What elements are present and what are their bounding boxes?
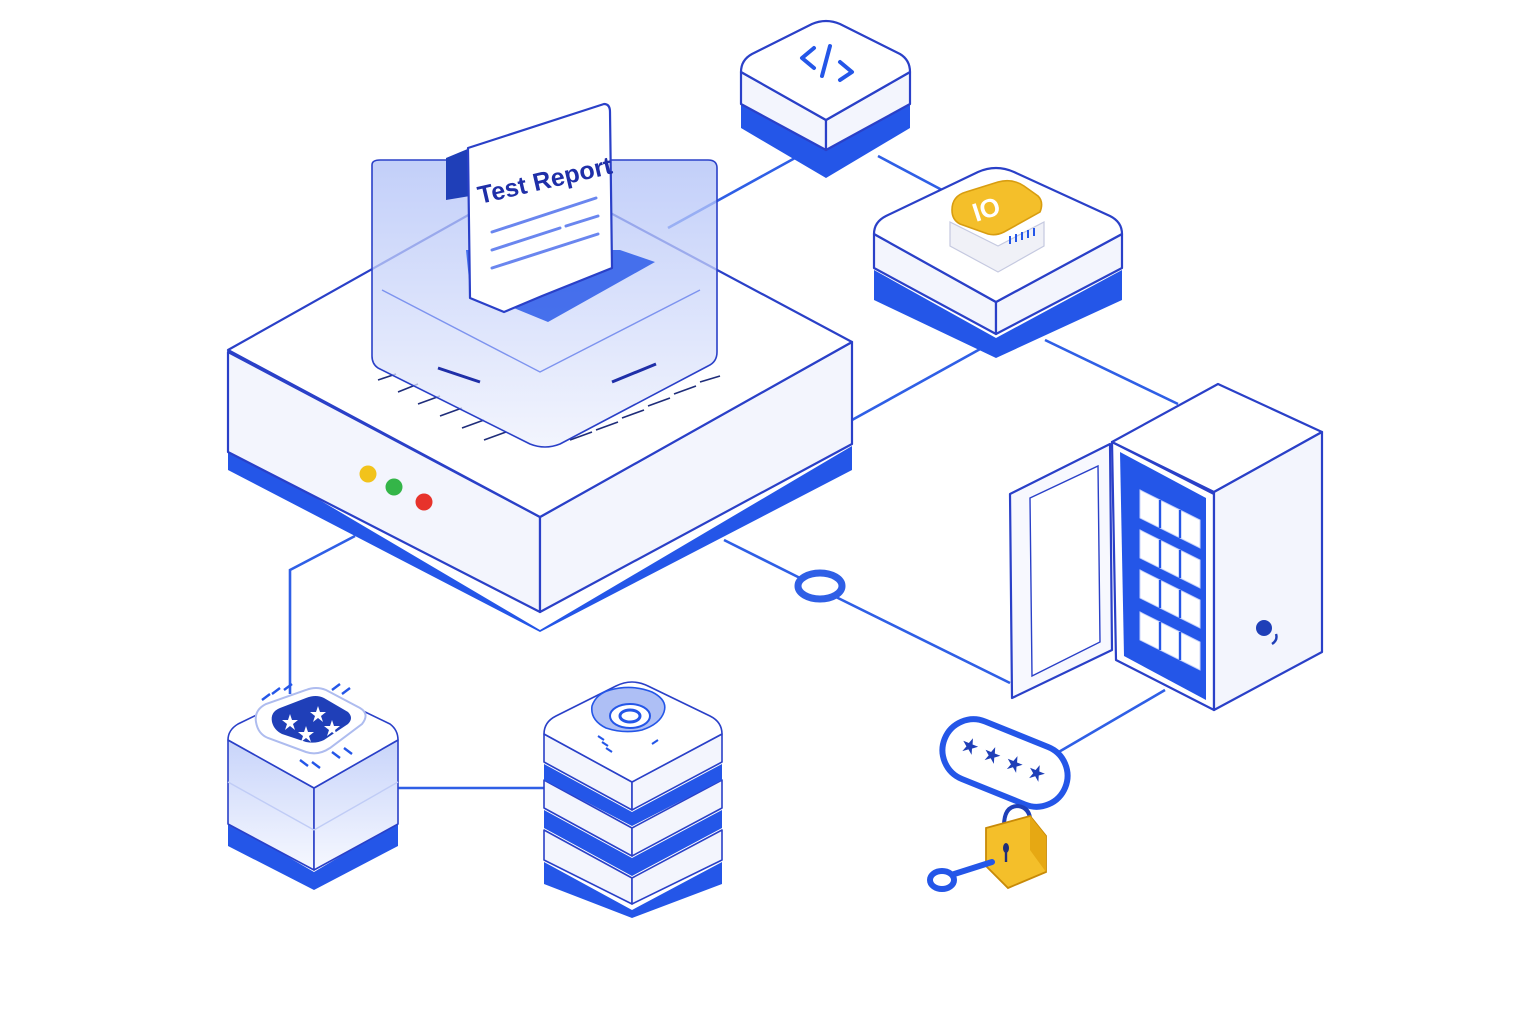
link-runner-server bbox=[723, 538, 1011, 685]
link-runner-io bbox=[851, 346, 983, 422]
code-module-node[interactable] bbox=[739, 19, 912, 178]
cpu-chip-icon bbox=[254, 683, 367, 769]
code-module-band bbox=[741, 98, 910, 178]
password-masked-dots bbox=[962, 738, 1045, 782]
test-runner-node[interactable]: Test Report bbox=[226, 102, 854, 632]
server-cabinet-node[interactable] bbox=[1008, 382, 1324, 712]
link-code-io bbox=[877, 154, 943, 192]
test-report-document[interactable]: Test Report bbox=[446, 102, 616, 314]
sensor-icon bbox=[590, 686, 666, 753]
connectors bbox=[288, 154, 1179, 790]
report-binding bbox=[446, 148, 470, 200]
io-module-node[interactable]: IO bbox=[872, 166, 1124, 358]
status-light-red bbox=[415, 493, 433, 511]
storage-stack-node[interactable] bbox=[543, 681, 723, 918]
password-field[interactable] bbox=[933, 710, 1077, 816]
link-server-credentials bbox=[1044, 688, 1166, 762]
server-power-button[interactable] bbox=[1256, 620, 1272, 636]
io-chip-icon: IO bbox=[949, 179, 1045, 273]
status-lights bbox=[359, 465, 433, 511]
code-brackets-icon bbox=[800, 44, 854, 82]
status-light-green bbox=[385, 478, 403, 496]
status-light-yellow bbox=[359, 465, 377, 483]
link-io-server bbox=[1044, 338, 1179, 406]
link-runner-chip bbox=[288, 534, 356, 694]
link-junction-ring bbox=[794, 569, 846, 603]
server-drive-bays bbox=[1139, 489, 1201, 671]
credentials-node[interactable] bbox=[927, 710, 1077, 892]
padlock-key-icon bbox=[927, 803, 1047, 892]
report-text-lines bbox=[490, 196, 600, 270]
chip-module-band bbox=[228, 822, 398, 890]
io-module-band bbox=[874, 270, 1122, 358]
cpu-chip-module-node[interactable] bbox=[227, 683, 399, 890]
